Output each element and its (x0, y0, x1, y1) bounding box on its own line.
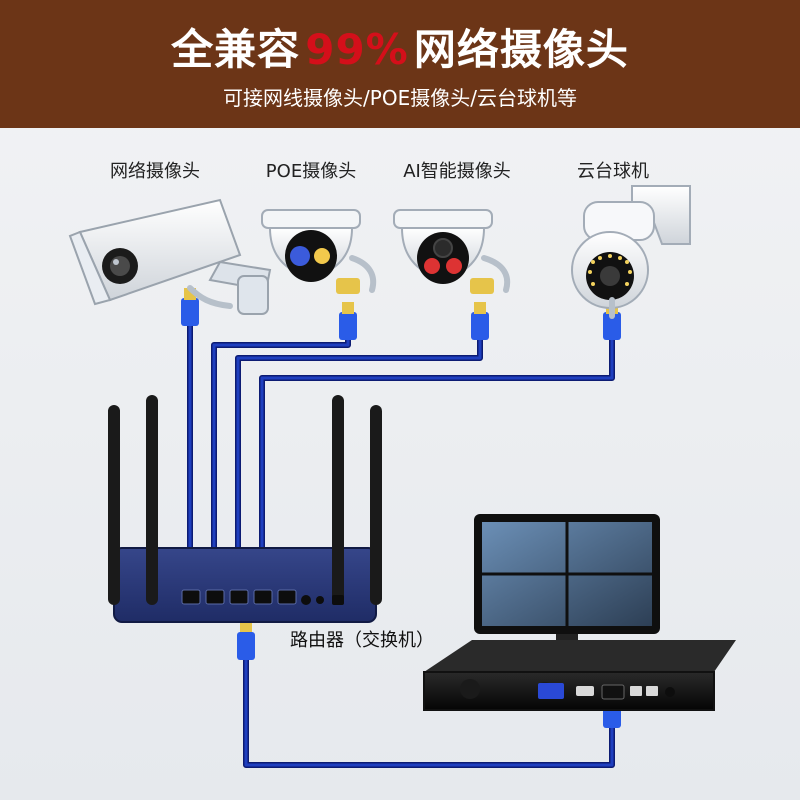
nvr-icon (423, 640, 736, 711)
camera-label-ai: AI智能摄像头 (403, 161, 511, 182)
headline: 全兼容 99% 网络摄像头 (0, 16, 800, 77)
ai-dome-camera-icon (393, 209, 511, 294)
router-icon (108, 395, 382, 623)
camera-label-network: 网络摄像头 (110, 161, 200, 182)
rj45-plug-icon (237, 620, 255, 660)
rj45-plug-icon (181, 288, 199, 326)
subheadline: 可接网线摄像头/POE摄像头/云台球机等 (223, 86, 577, 110)
ptz-camera-icon (571, 185, 691, 319)
bullet-camera-icon (68, 198, 272, 315)
cable-poe (211, 327, 351, 573)
rj45-plug-icon (339, 302, 357, 340)
router-label: 路由器（交换机） (290, 630, 434, 651)
camera-label-ptz: 云台球机 (577, 161, 649, 182)
headline-accent: 99% (305, 25, 409, 74)
camera-label-poe: POE摄像头 (265, 161, 357, 182)
headline-part-1: 全兼容 (171, 25, 301, 74)
cable-group (187, 317, 615, 768)
monitor-icon (474, 514, 660, 658)
rj45-plug-icon (471, 302, 489, 340)
headline-part-2: 网络摄像头 (413, 25, 629, 74)
dome-camera-icon (261, 209, 377, 294)
header-banner: 全兼容 99% 网络摄像头 可接网线摄像头/POE摄像头/云台球机等 (0, 0, 800, 128)
cable-ai (235, 327, 483, 573)
